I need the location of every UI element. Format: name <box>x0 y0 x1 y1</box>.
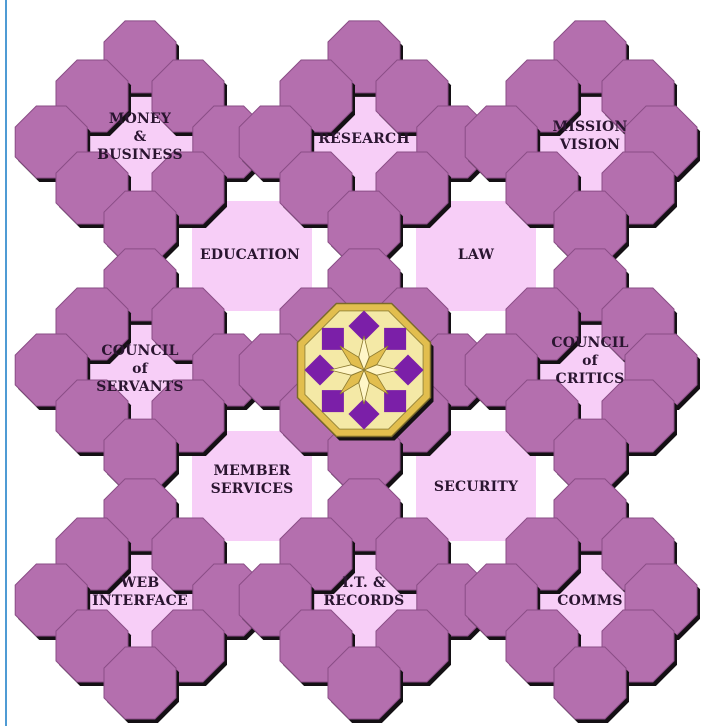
zone-label-line: MISSION <box>515 118 665 136</box>
zone-label-line: of <box>65 360 215 378</box>
zone-label-line: CRITICS <box>515 370 665 388</box>
zone-label-line: RECORDS <box>289 592 439 610</box>
zone-label-line: EDUCATION <box>175 246 325 264</box>
zone-label-line: INTERFACE <box>65 592 215 610</box>
zone-label-line: MEMBER <box>177 462 327 480</box>
zone-label-line: of <box>515 352 665 370</box>
zone-label-line: SERVICES <box>177 480 327 498</box>
zone-label-law: LAW <box>401 246 551 264</box>
zone-label-line: VISION <box>515 136 665 154</box>
zone-label-comms: COMMS <box>515 592 665 610</box>
zone-label-line: SECURITY <box>401 478 551 496</box>
zone-label-line: MONEY <box>65 110 215 128</box>
zone-label-line: COUNCIL <box>65 342 215 360</box>
zone-label-it-records: I.T. &RECORDS <box>289 574 439 610</box>
zone-label-line: COUNCIL <box>515 334 665 352</box>
zone-label-line: RESEARCH <box>289 130 439 148</box>
zone-label-money-business: MONEY&BUSINESS <box>65 110 215 164</box>
zone-label-security: SECURITY <box>401 478 551 496</box>
zone-label-line: WEB <box>65 574 215 592</box>
zone-label-line: SERVANTS <box>65 378 215 396</box>
zone-label-research: RESEARCH <box>289 130 439 148</box>
zone-label-education: EDUCATION <box>175 246 325 264</box>
zone-label-line: I.T. & <box>289 574 439 592</box>
zone-label-line: BUSINESS <box>65 146 215 164</box>
zone-label-line: COMMS <box>515 592 665 610</box>
zone-label-line: & <box>65 128 215 146</box>
zone-label-line: LAW <box>401 246 551 264</box>
